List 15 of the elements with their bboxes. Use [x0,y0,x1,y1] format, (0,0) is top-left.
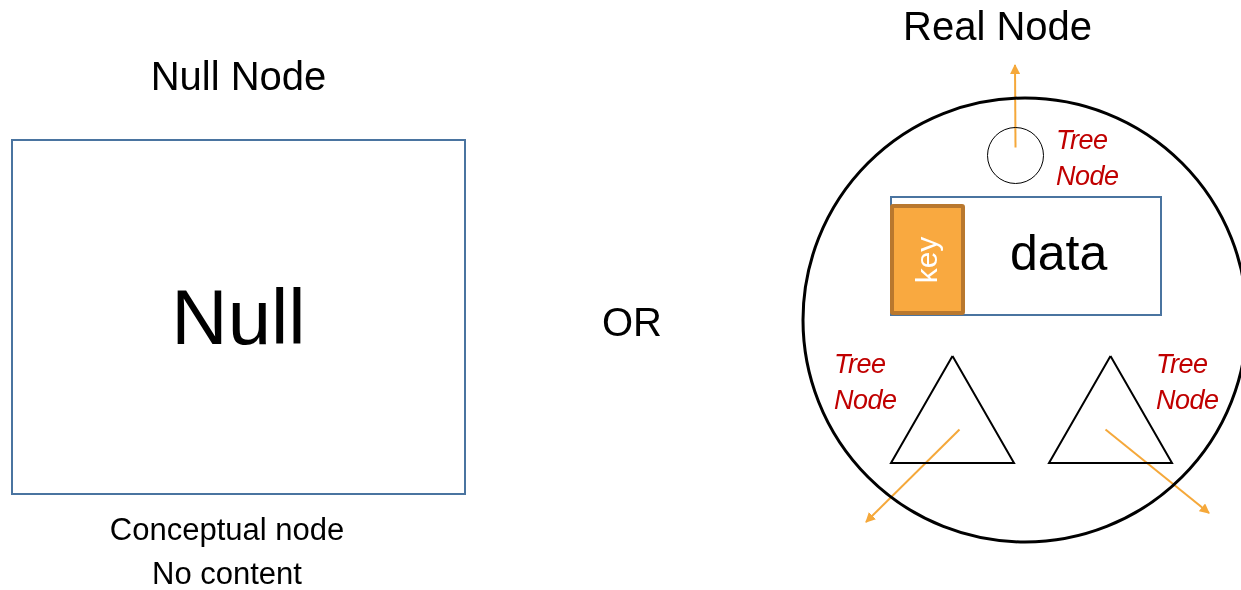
node-title: Null Node [149,54,328,99]
data-box [890,196,1162,316]
node-caption: Conceptual node No content [108,511,346,590]
arrow [1010,64,1021,149]
key-box [890,204,965,315]
node-title: Real Node [903,4,1092,49]
node-label: Tree Node [1156,348,1220,417]
node-text: key [910,236,945,283]
arrow [1104,428,1210,514]
node-text: Null [171,271,306,363]
node-text: data [1010,224,1108,282]
or-label: OR [602,299,662,345]
node-label: Tree Node [834,348,898,417]
arrow [865,428,961,523]
node-label: Tree Node [1056,124,1120,193]
